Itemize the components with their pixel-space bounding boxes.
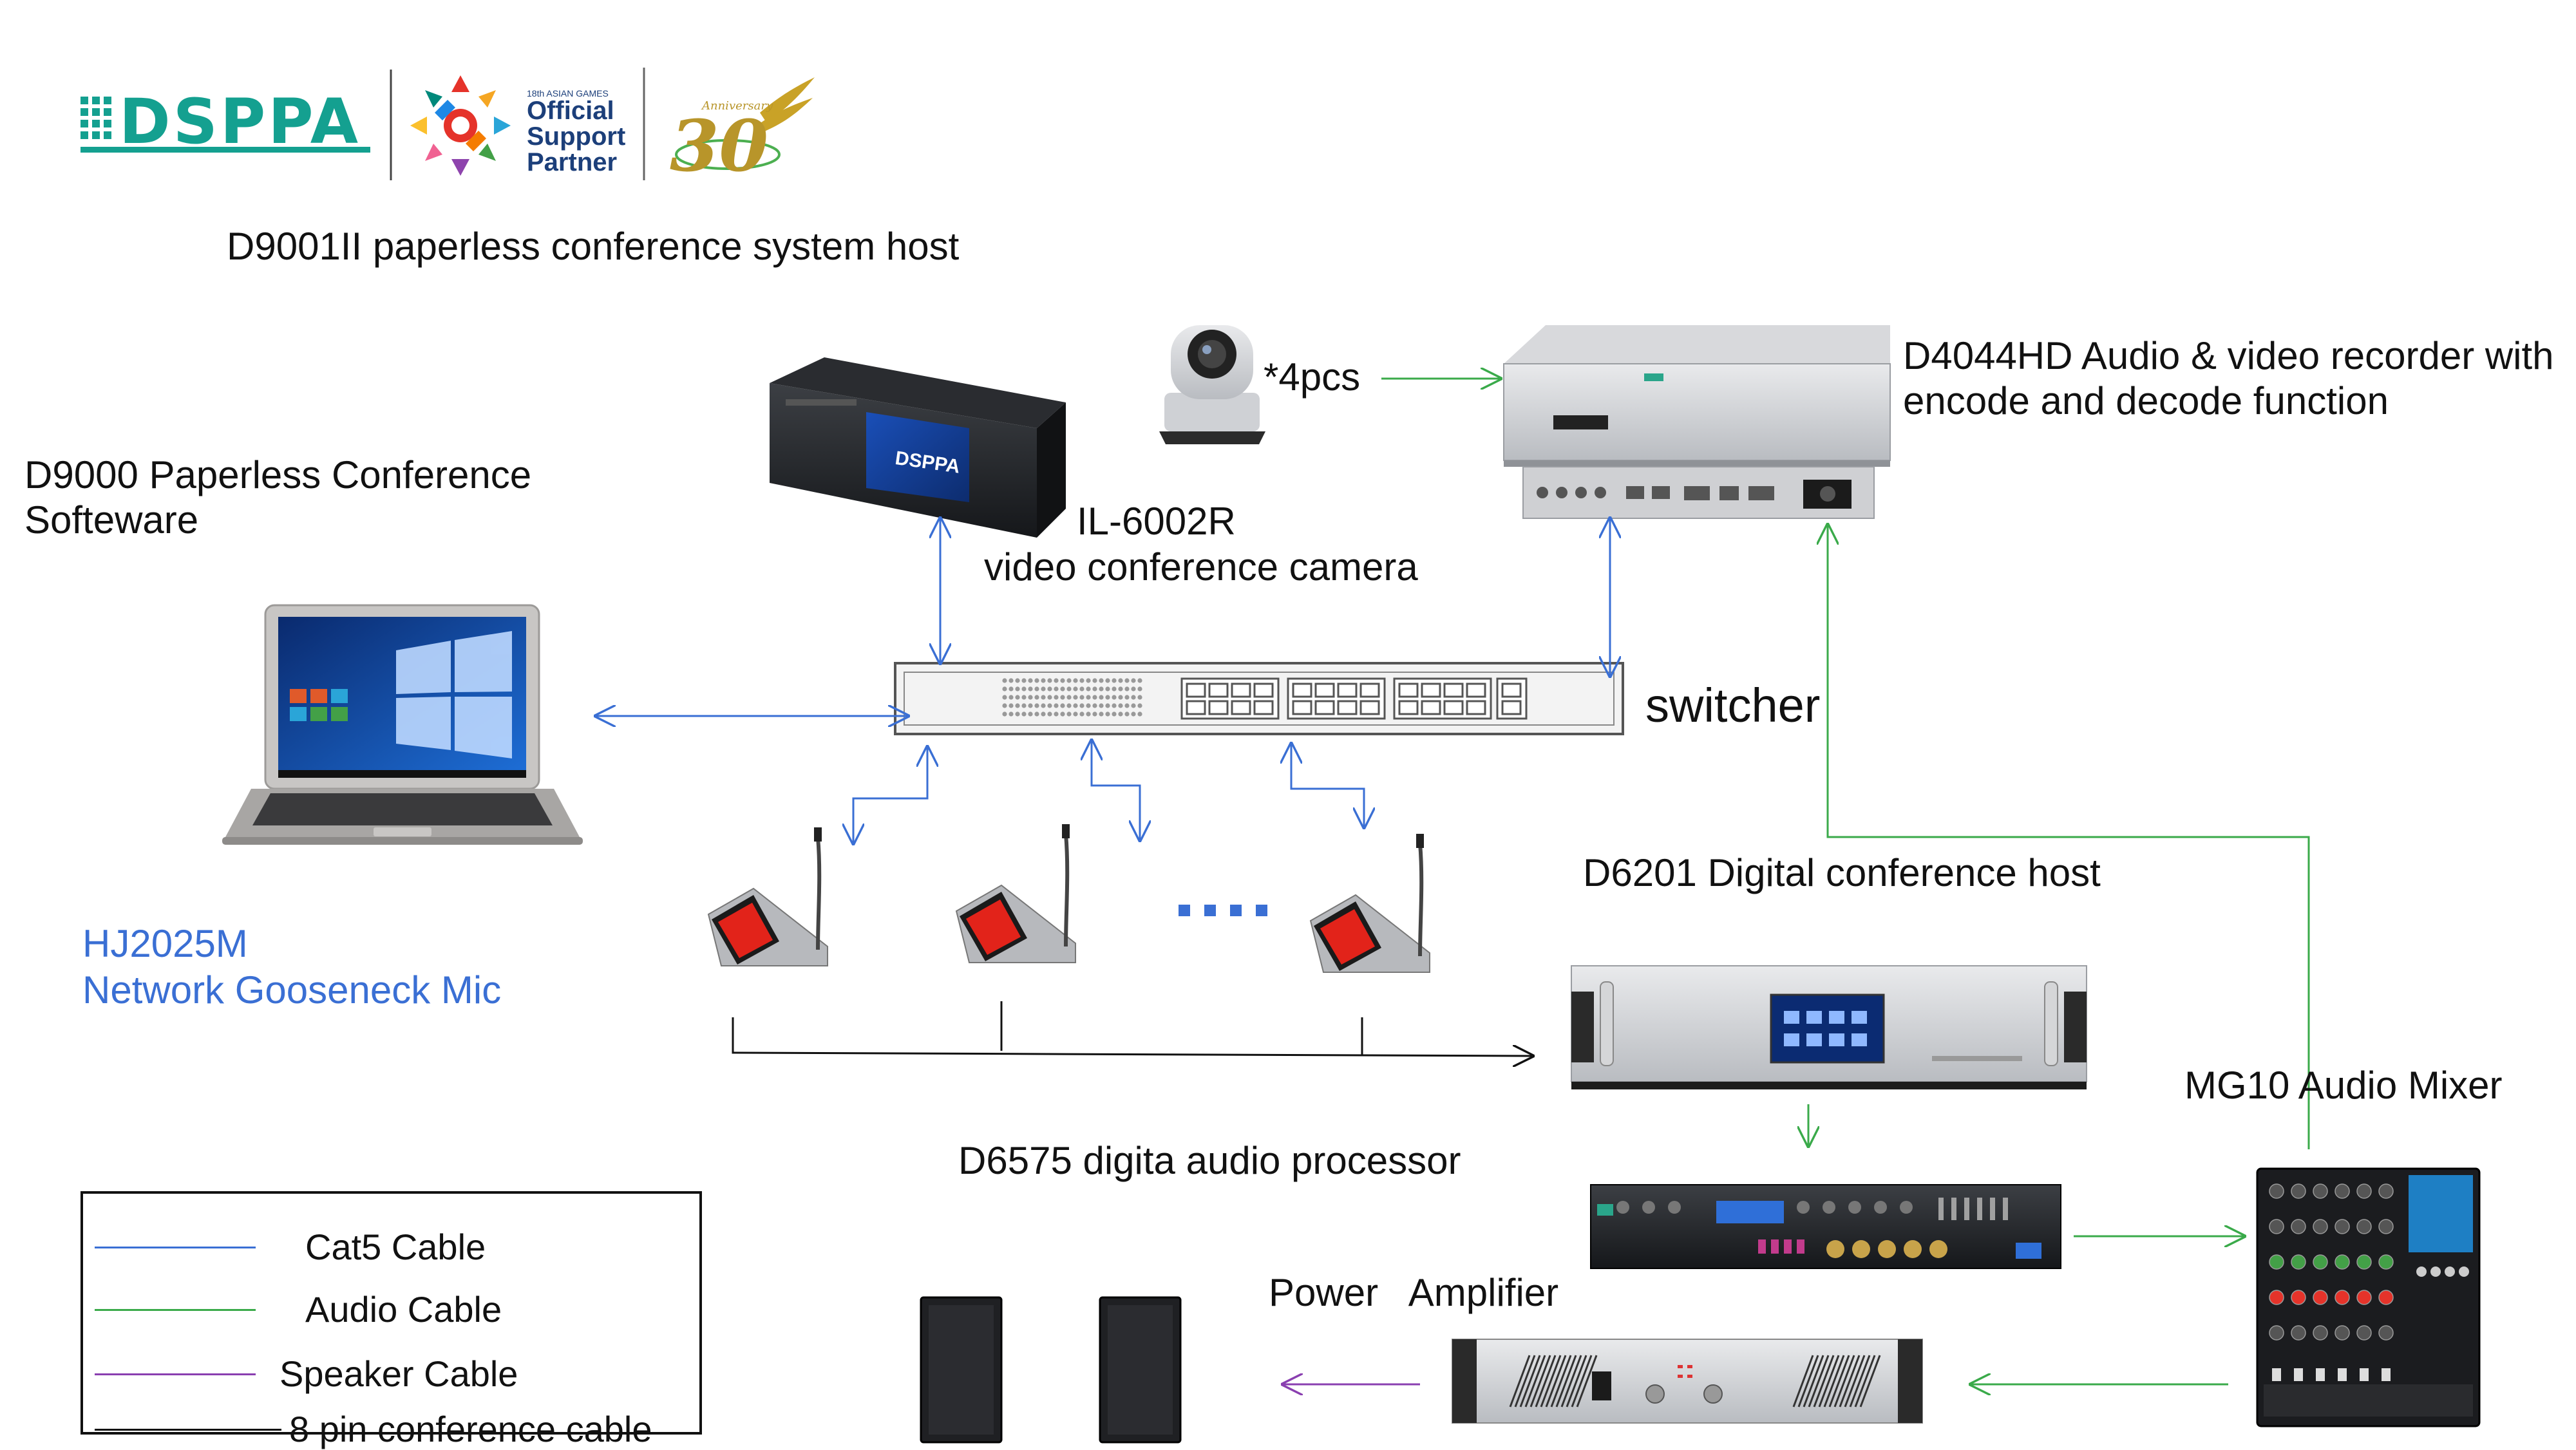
mixer-label: MG10 Audio Mixer xyxy=(2184,1064,2503,1107)
anniversary-number: 30 xyxy=(670,104,768,187)
legend-line-1 xyxy=(95,1247,256,1248)
software-label-line-1: D9000 Paperless Conference xyxy=(24,453,532,496)
processor-label: D6575 digita audio processor xyxy=(958,1139,1461,1182)
mic-label-line-1: HJ2025M xyxy=(82,922,248,965)
software-label-line-2: Softeware xyxy=(24,498,199,541)
d6201-conference-host-device xyxy=(1571,965,2087,1089)
asian-games-emblem xyxy=(410,75,511,176)
speaker-right xyxy=(1099,1296,1182,1444)
gooseneck-mic-2 xyxy=(955,824,1076,963)
link-mic1-switch xyxy=(853,747,927,843)
partner-small-text: 18th ASIAN GAMES xyxy=(527,88,609,99)
camera-desc-label: video conference camera xyxy=(984,545,1418,588)
legend-line-3 xyxy=(95,1373,256,1375)
anniversary-logo xyxy=(675,77,815,170)
laptop-device xyxy=(222,604,583,845)
gooseneck-mic-3 xyxy=(1309,834,1430,973)
legend-label-2: Audio Cable xyxy=(305,1289,502,1330)
network-switch-device xyxy=(894,662,1624,735)
camera-quantity-label: *4pcs xyxy=(1264,355,1361,399)
d4044hd-recorder-device xyxy=(1503,325,1891,519)
mic-label-line-2: Network Gooseneck Mic xyxy=(82,968,502,1012)
partner-line-2: Support xyxy=(527,122,625,151)
host-title-label: D9001II paperless conference system host xyxy=(227,225,960,268)
speaker-left xyxy=(920,1296,1003,1444)
link-mic3-switch xyxy=(1291,744,1364,827)
anniversary-word: Anniversary xyxy=(701,99,773,113)
legend-label-4: 8 pin conference cable xyxy=(289,1409,652,1449)
partner-line-1: Official xyxy=(527,97,614,125)
gooseneck-mic-1 xyxy=(707,827,828,966)
camera-model-label: IL-6002R xyxy=(1077,500,1236,543)
dsppa-logo xyxy=(80,97,370,153)
more-mics-ellipsis xyxy=(1179,905,1267,916)
recorder-label-line-2: encode and decode function xyxy=(1903,379,2389,422)
link-mics-conference-host xyxy=(732,1001,1533,1056)
video-camera-device xyxy=(1159,325,1265,444)
legend-line-2 xyxy=(95,1309,256,1311)
d6575-audio-processor-device xyxy=(1590,1184,2061,1269)
conference-host-label: D6201 Digital conference host xyxy=(1583,851,2101,894)
partner-line-3: Partner xyxy=(527,148,617,176)
dsppa-logo-text: DSPPA xyxy=(119,86,361,158)
d9001ii-host-device: DSPPA xyxy=(770,357,1066,538)
link-mic2-switch xyxy=(1092,740,1140,840)
link-mixer-recorder xyxy=(1828,525,2310,1149)
recorder-label-line-1: D4044HD Audio & video recorder with xyxy=(1903,334,2554,377)
mg10-audio-mixer-device xyxy=(2256,1167,2481,1427)
legend-line-4 xyxy=(95,1429,281,1431)
power-amplifier-device xyxy=(1452,1339,1923,1424)
amplifier-label: Power Amplifier xyxy=(1269,1271,1559,1314)
switcher-label: switcher xyxy=(1645,679,1821,732)
legend-label-1: Cat5 Cable xyxy=(305,1227,486,1267)
legend-label-3: Speaker Cable xyxy=(279,1353,518,1394)
